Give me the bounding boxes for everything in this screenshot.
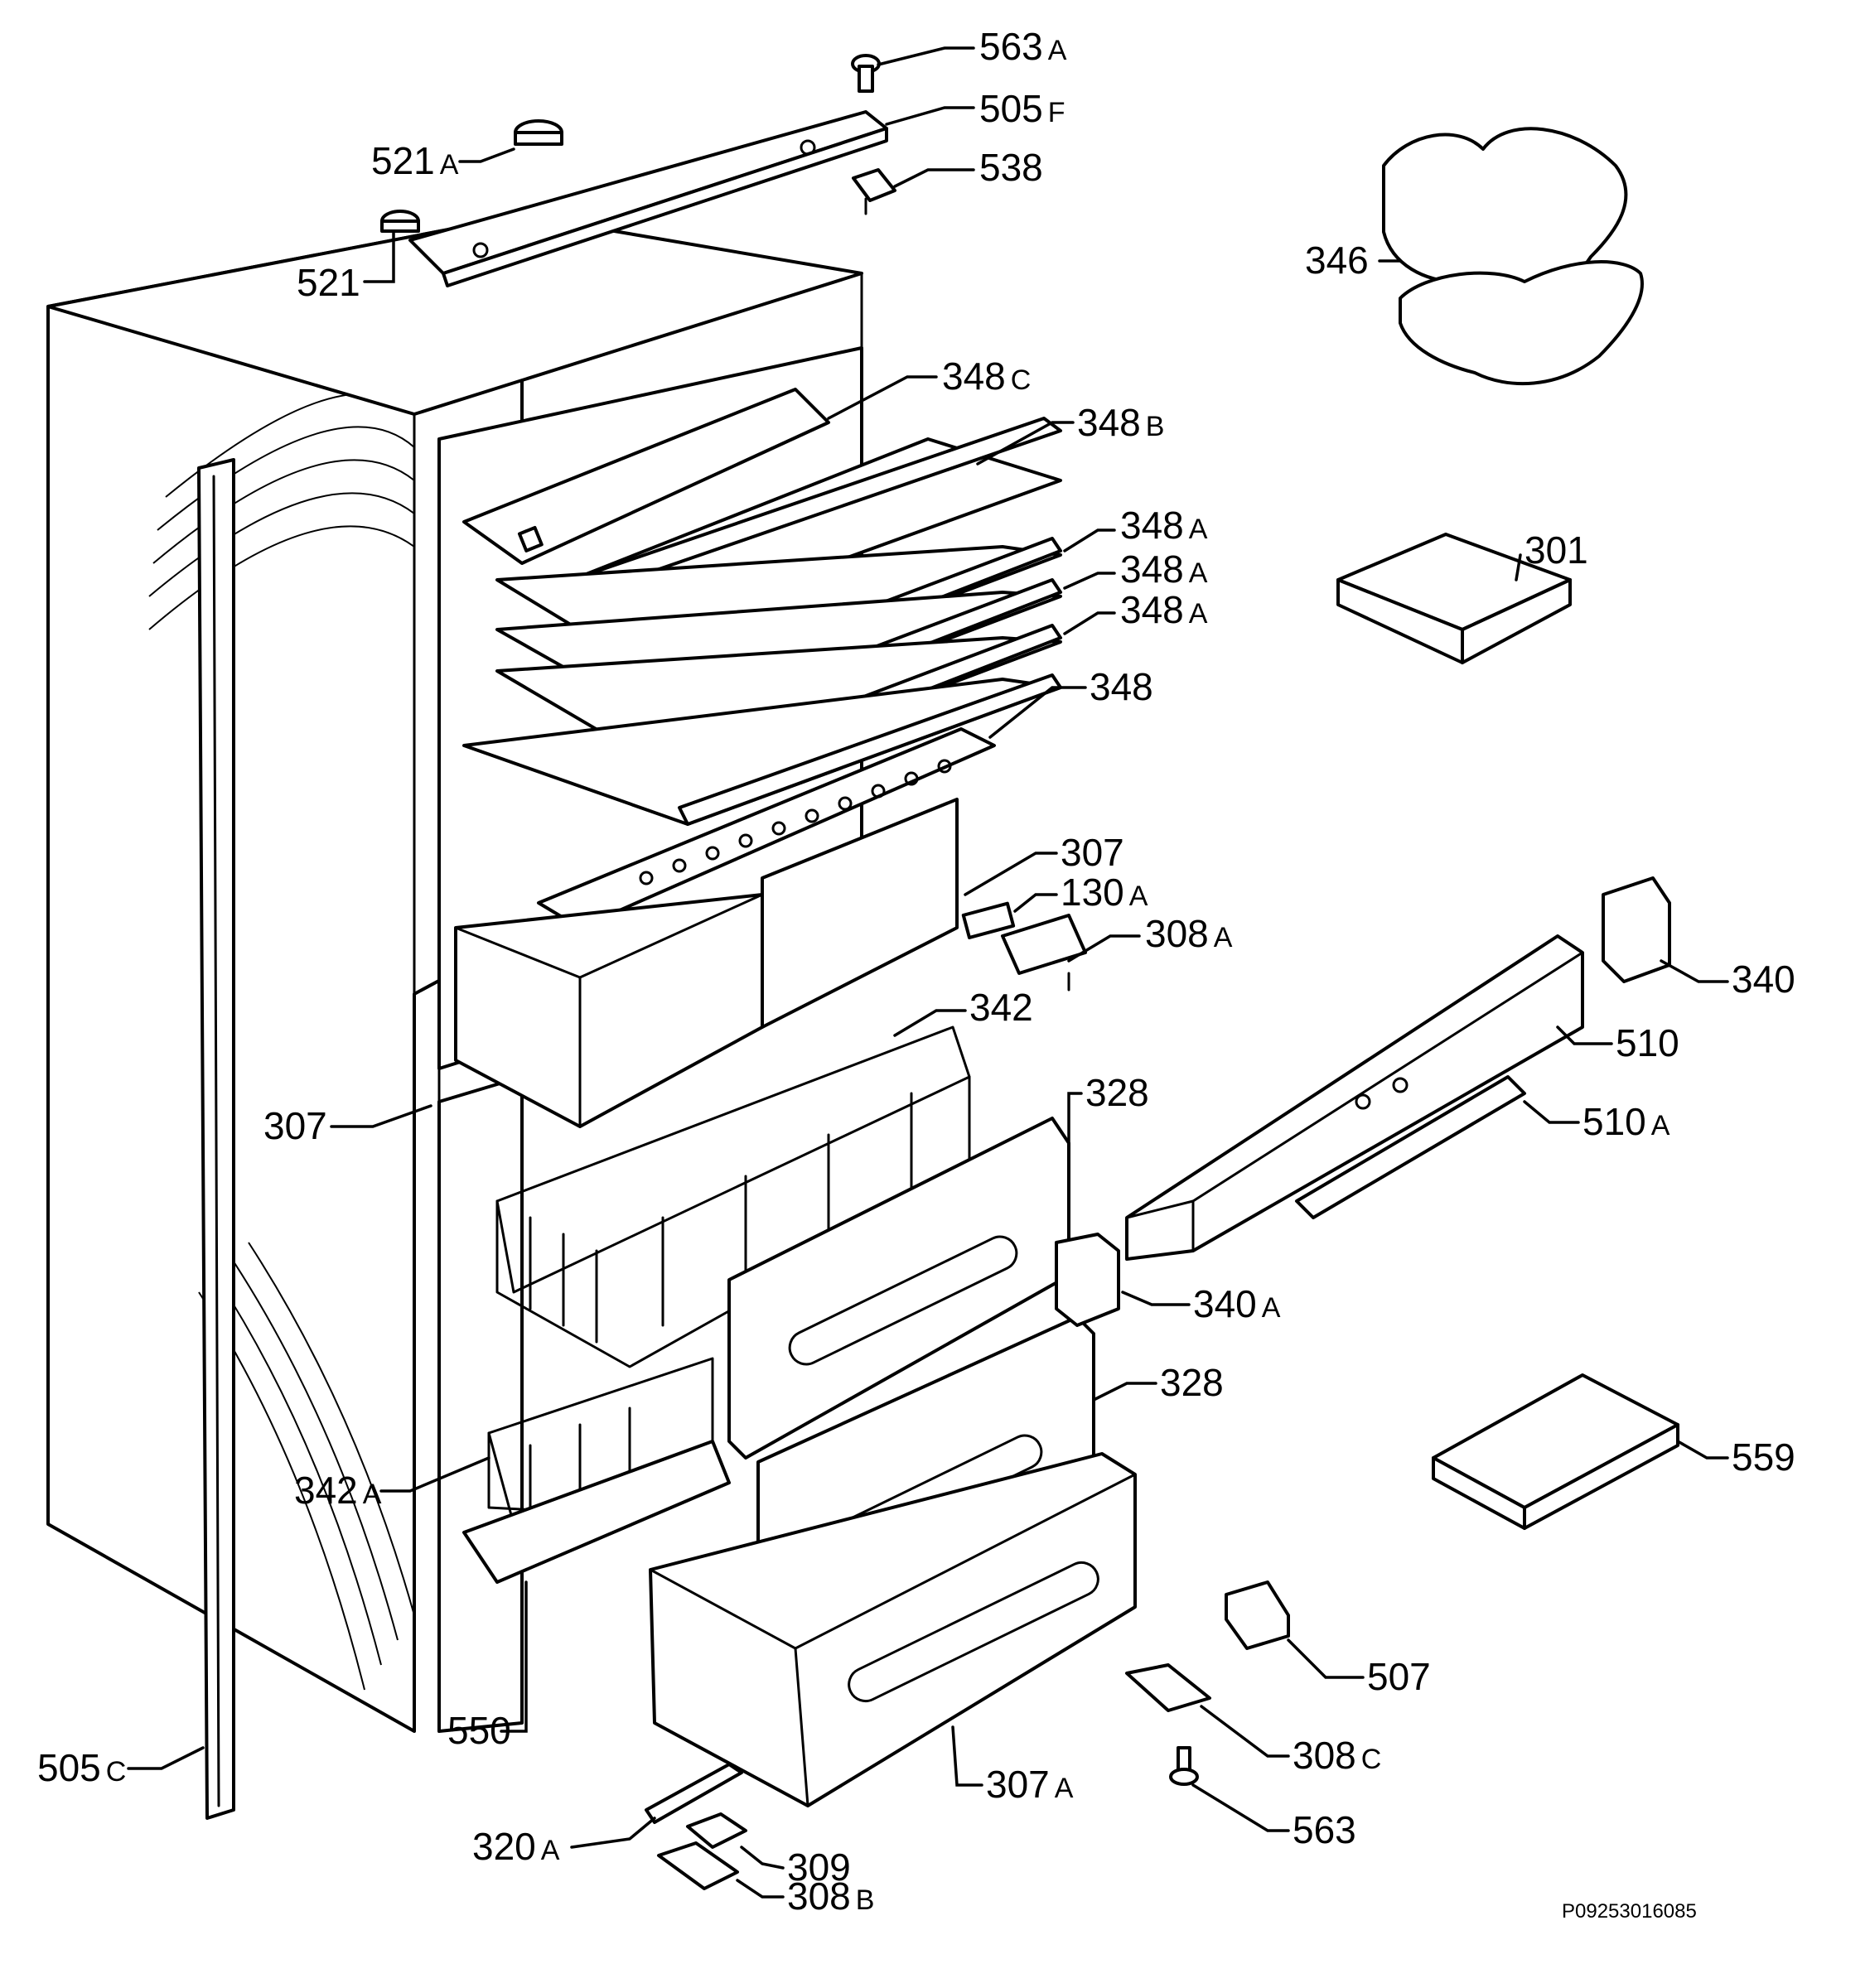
hinge-cover-507 — [1225, 1580, 1290, 1650]
leader-lines — [127, 46, 1729, 1899]
control-panel-endcap-right — [1602, 876, 1671, 983]
callout-346: 346 — [1305, 239, 1369, 282]
ice-cube-tray — [1336, 533, 1572, 664]
top-mounting-rail — [408, 110, 888, 287]
callout-301: 301 — [1525, 528, 1588, 572]
crisper-drawer-left — [454, 893, 764, 1128]
callout-507: 507 — [1367, 1655, 1431, 1698]
glass-shelves — [462, 388, 1062, 826]
cover-309 — [686, 1812, 747, 1849]
hinge-bolt-top — [851, 54, 881, 93]
callout-348: 348 — [1090, 665, 1153, 708]
bolt-563 — [1169, 1746, 1199, 1786]
callout-328-top: 328 — [1085, 1071, 1149, 1114]
drawing-code: P09253016085 — [1562, 1900, 1697, 1923]
callout-538: 538 — [979, 146, 1043, 189]
cabinet-side-shading — [148, 393, 415, 1691]
control-panel — [1125, 934, 1584, 1261]
hinge-308A — [1001, 914, 1087, 992]
door-seal — [197, 458, 235, 1820]
control-panel-insert — [1295, 1075, 1526, 1219]
basket-wires — [529, 1092, 913, 1344]
callout-309: 309 — [787, 1846, 851, 1889]
callout-307-top: 307 — [1061, 831, 1124, 874]
hinge-308C — [1125, 1663, 1211, 1712]
callout-559: 559 — [1732, 1436, 1795, 1479]
hinge-cover-cap — [514, 119, 563, 146]
hinge-cover-cap-a — [380, 210, 420, 233]
callout-307-left: 307 — [263, 1104, 327, 1147]
callout-342: 342 — [969, 986, 1033, 1029]
egg-tray — [1382, 127, 1644, 386]
hinge-plate-130A — [961, 901, 1016, 939]
shelf-348C — [462, 388, 830, 565]
crisper-drawer-right — [761, 798, 959, 1029]
callout-328-mid: 328 — [1160, 1361, 1224, 1404]
shelf-348-bottom — [462, 673, 1062, 826]
callout-340: 340 — [1732, 958, 1795, 1001]
hinge-308B — [657, 1841, 739, 1890]
freezer-drawer-bottom — [649, 1452, 1137, 1807]
top-hinge — [852, 168, 896, 215]
freezer-flap — [462, 1440, 731, 1584]
callout-563: 563 — [1293, 1808, 1356, 1851]
control-panel-endcap-left — [1055, 1233, 1120, 1327]
butter-dish-559 — [1432, 1373, 1679, 1530]
callout-521: 521 — [297, 261, 360, 304]
callout-510: 510 — [1616, 1021, 1679, 1064]
callout-550: 550 — [447, 1709, 511, 1752]
freezer-basket — [495, 1025, 971, 1368]
crisper-cover-holes — [639, 759, 952, 885]
rail-320A — [645, 1763, 743, 1824]
